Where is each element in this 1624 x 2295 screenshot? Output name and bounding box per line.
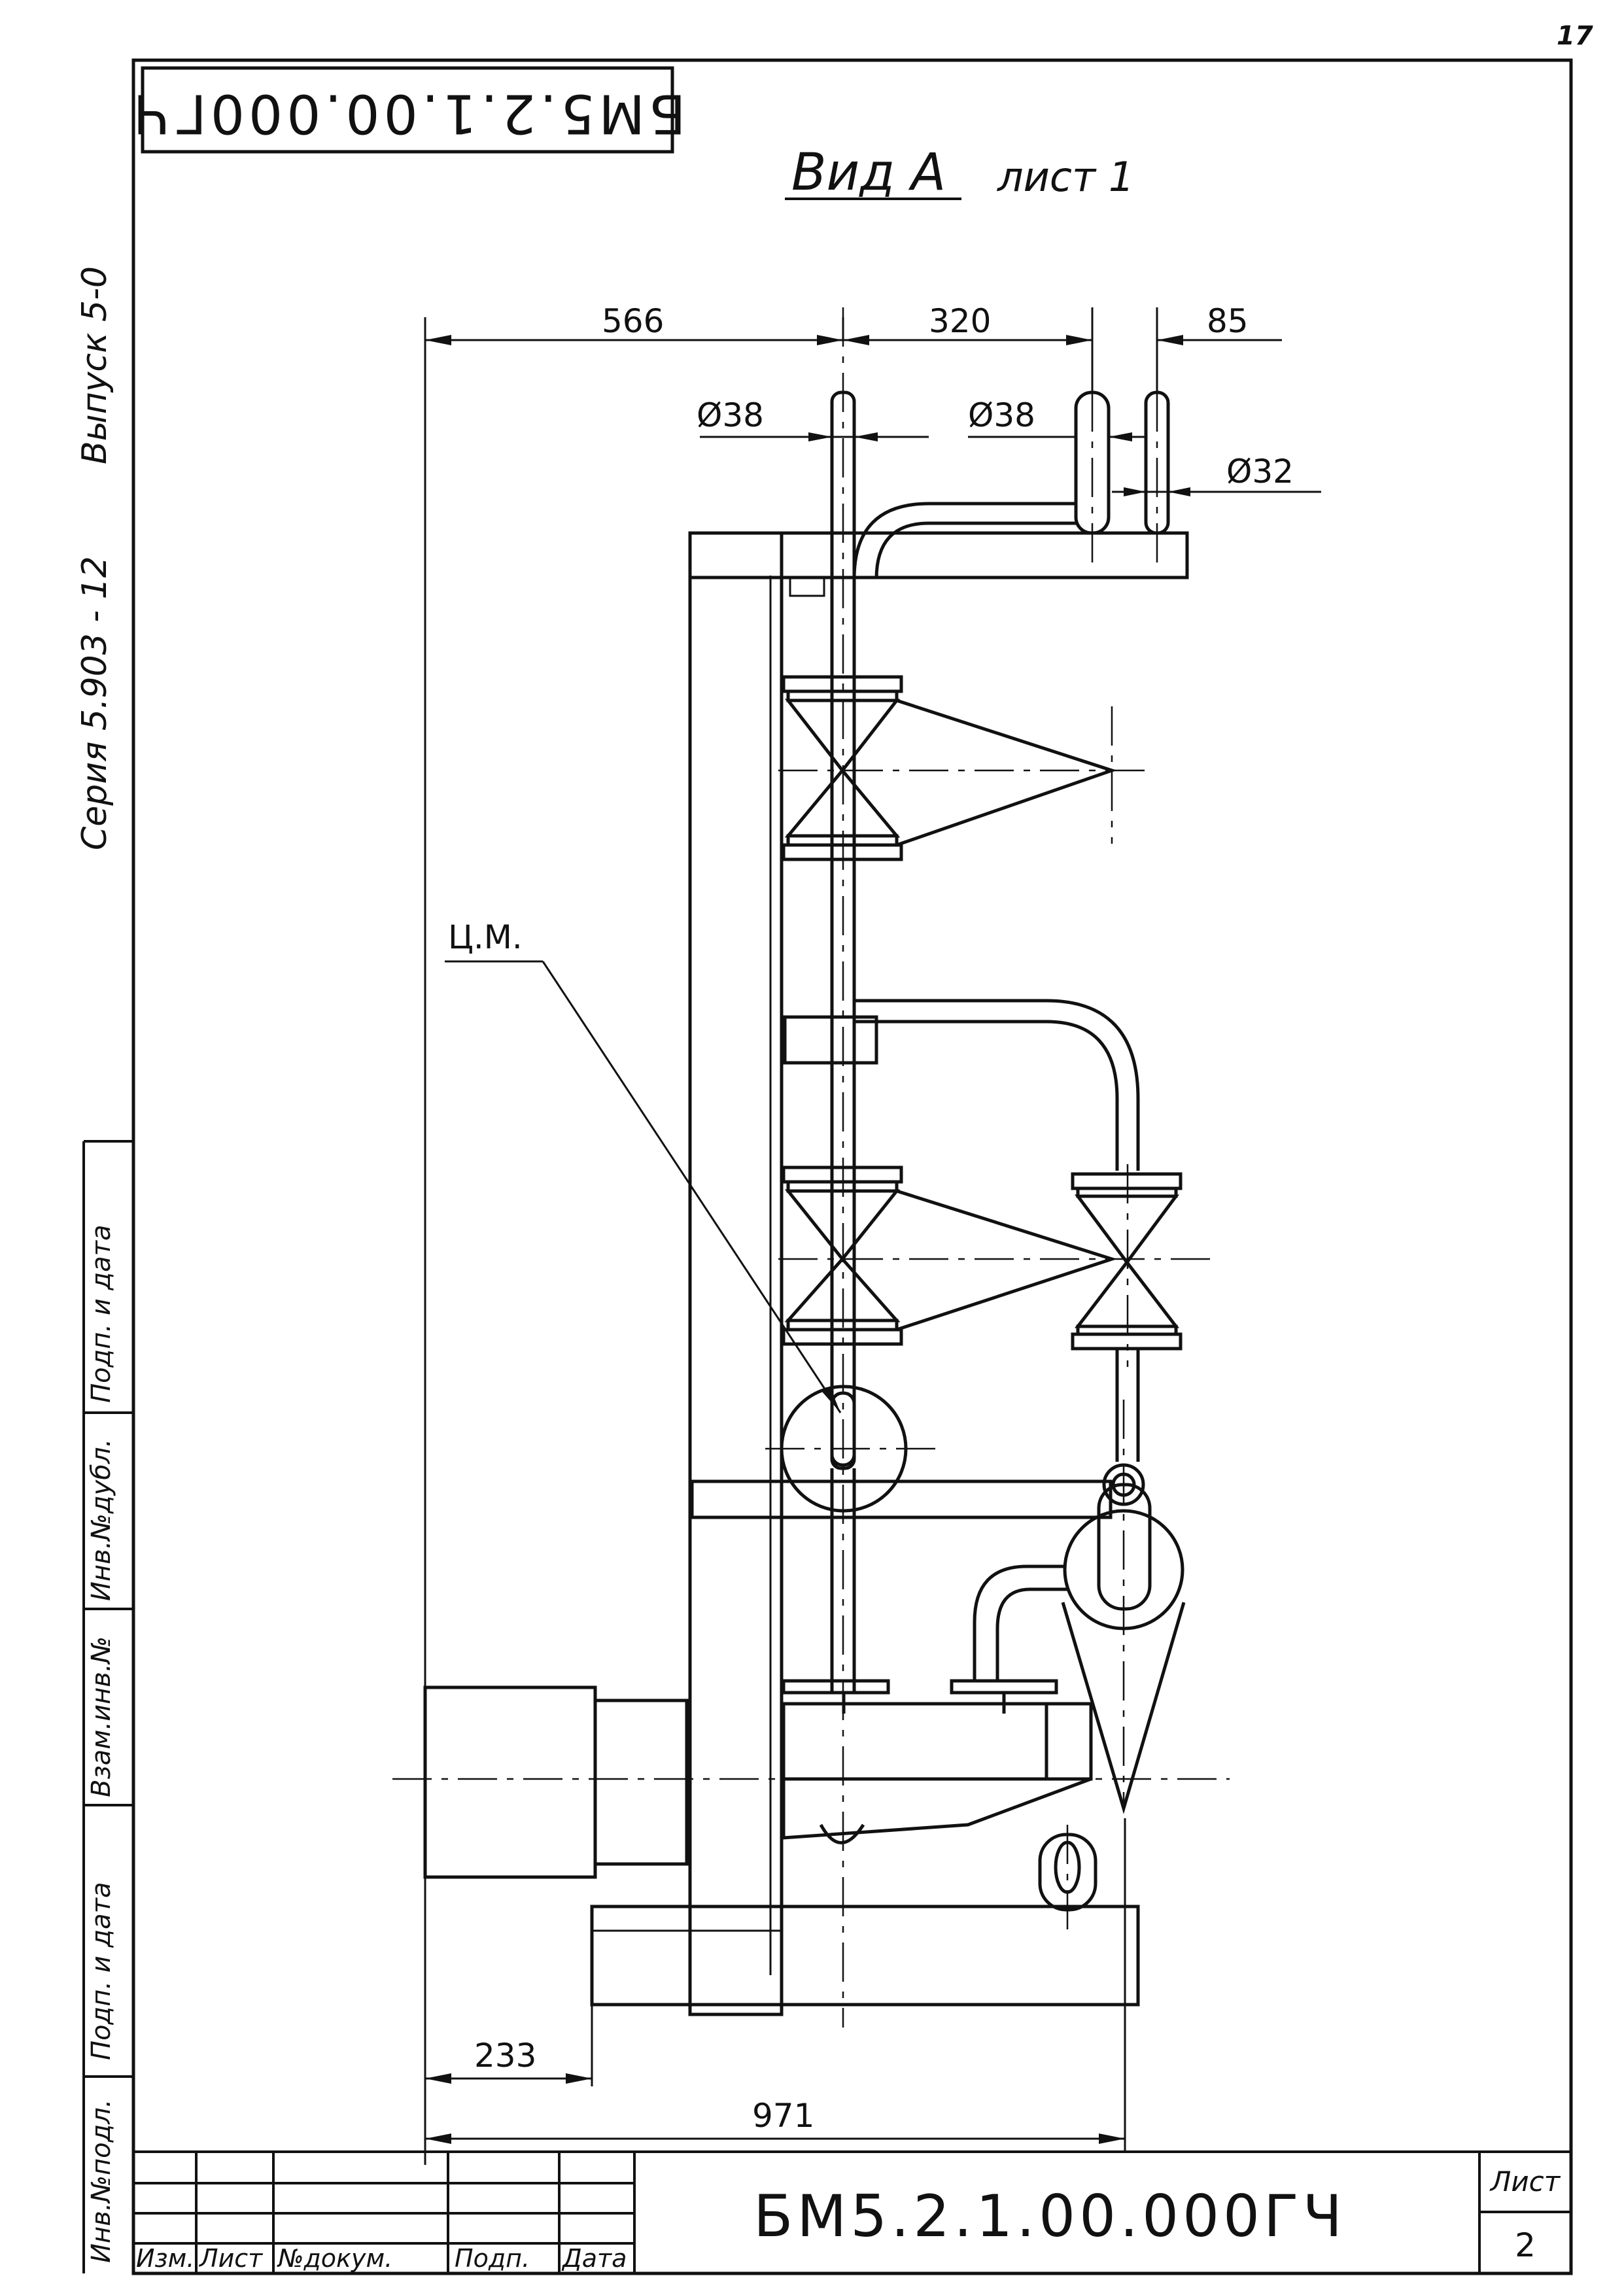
title-col-podp: Подп. <box>455 2244 530 2273</box>
designation-text: БМ5.2.1.00.000ГЧ <box>753 2183 1346 2250</box>
side-table-cell-2: Подп. и дата <box>86 1882 116 2060</box>
side-table-cell-3: Взам.инв.№ <box>86 1636 116 1797</box>
motor <box>423 1685 689 1879</box>
dim-85: 85 <box>1207 302 1249 340</box>
base-frame <box>590 1905 1140 2007</box>
issue-text: Выпуск 5-0 <box>75 266 114 464</box>
top-beam <box>688 531 1189 579</box>
leader-label: Ц.М. <box>448 918 523 956</box>
dim-dia38-left: Ø38 <box>697 396 764 434</box>
dim-971: 971 <box>752 2097 814 2135</box>
sheet-frame <box>131 58 1573 2275</box>
title-col-date: Дата <box>561 2244 627 2273</box>
assembly-drawing <box>423 390 1189 2016</box>
title-col-doc: №докум. <box>277 2244 392 2273</box>
dim-566: 566 <box>602 302 664 340</box>
dim-dia32: Ø32 <box>1226 453 1294 491</box>
side-table <box>82 1140 133 2273</box>
title-col-list: Лист <box>198 2244 264 2273</box>
center-lines <box>392 307 1230 2028</box>
side-table-cell-4: Инв.№дубл. <box>86 1439 116 1601</box>
view-title-text: Вид А <box>791 143 946 202</box>
dim-320: 320 <box>929 302 991 340</box>
side-table-cell-1: Инв.№подл. <box>86 2099 116 2263</box>
side-table-cell-5: Подп. и дата <box>86 1225 116 1403</box>
view-sheet-text: лист 1 <box>997 153 1134 201</box>
page-number: 17 <box>1557 21 1593 51</box>
view-title: Вид А лист 1 <box>785 143 1134 202</box>
title-block <box>133 2150 1571 2273</box>
dim-dia38-mid: Ø38 <box>968 396 1035 434</box>
sheet-number: 2 <box>1515 2226 1536 2264</box>
top-stamp-text: БМ5.2.1.00.000ГЧ <box>130 82 686 145</box>
lower-right-valve <box>1071 1172 1183 1351</box>
middle-beam <box>690 1479 1113 1519</box>
top-stamp: БМ5.2.1.00.000ГЧ <box>130 66 686 154</box>
title-col-izm: Изм. <box>136 2244 194 2273</box>
pump-elbow <box>973 1564 1066 1681</box>
pump-body <box>782 1679 1093 1844</box>
dim-233: 233 <box>474 2037 536 2075</box>
dimension-lines <box>424 307 1321 2165</box>
sheet-label: Лист <box>1489 2166 1561 2198</box>
frame-post <box>688 531 784 2016</box>
series-text: Серия 5.903 - 12 <box>75 556 114 850</box>
bypass-pipe <box>854 999 1140 1171</box>
dimension-arrows <box>425 335 1190 2144</box>
